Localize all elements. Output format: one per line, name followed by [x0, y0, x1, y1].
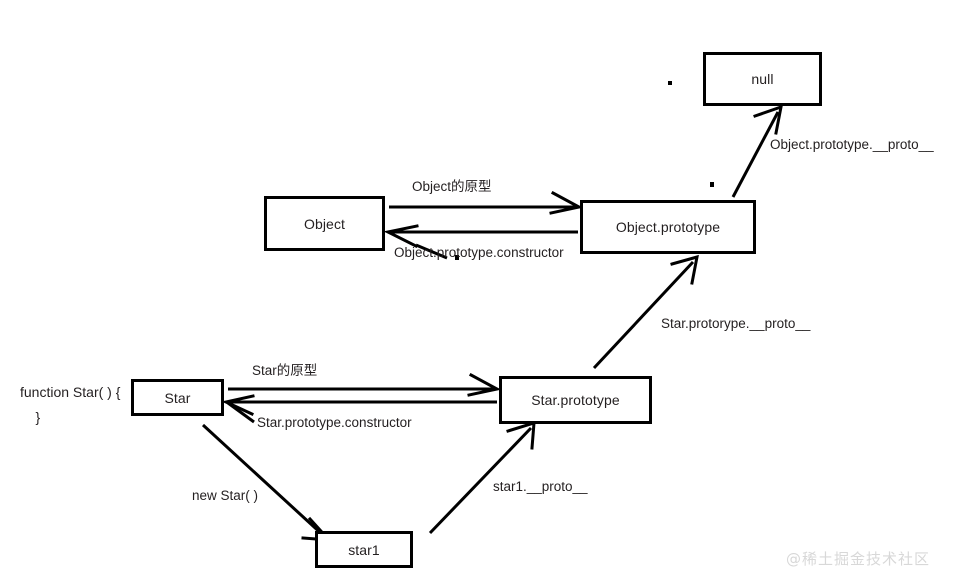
label-object-prototype-link: Object的原型: [412, 179, 492, 194]
code-function-star-open: function Star( ) {: [20, 384, 121, 400]
arrow-star-prototype-to-object-prototype: [592, 254, 699, 370]
label-new-star-link: new Star( ): [192, 488, 259, 503]
ink-speck: [455, 255, 459, 260]
ink-speck: [668, 81, 672, 85]
arrow-object-prototype-to-object: [383, 224, 578, 260]
node-star-prototype[interactable]: Star.prototype: [499, 376, 652, 424]
code-function-star-close: }: [20, 409, 41, 425]
node-object-label: Object: [303, 215, 346, 232]
watermark: @稀土掘金技术社区: [786, 550, 931, 568]
node-object[interactable]: Object: [264, 196, 385, 251]
arrow-star-to-star1: [201, 423, 333, 542]
node-star-label: Star: [164, 389, 191, 406]
arrow-object-prototype-to-null: [731, 104, 783, 198]
node-null-label: null: [751, 71, 774, 87]
label-star-constructor-link: Star.prototype.constructor: [257, 415, 412, 430]
node-star1-label: star1: [348, 541, 380, 558]
arrow-star-prototype-to-star: [221, 394, 497, 424]
ink-speck: [710, 182, 714, 187]
node-star-prototype-label: Star.prototype: [531, 392, 620, 408]
node-star1[interactable]: star1: [315, 531, 413, 568]
arrow-object-to-object-prototype: [389, 190, 584, 215]
label-star1-proto-link: star1.__proto__: [493, 479, 588, 494]
node-object-prototype-label: Object.prototype: [615, 219, 721, 235]
node-object-prototype[interactable]: Object.prototype: [580, 200, 756, 254]
label-star-prototype-link: Star的原型: [252, 363, 318, 378]
label-star-proto-object-link: Star.protorype.__proto__: [661, 316, 811, 331]
node-star[interactable]: Star: [131, 379, 224, 416]
label-object-constructor-link: Object.prototype.constructor: [394, 245, 564, 260]
arrow-star1-to-star-prototype: [428, 420, 536, 535]
node-null[interactable]: null: [703, 52, 822, 106]
arrow-star-to-star-prototype: [228, 372, 502, 397]
label-object-proto-null-link: Object.prototype.__proto__: [770, 137, 934, 152]
